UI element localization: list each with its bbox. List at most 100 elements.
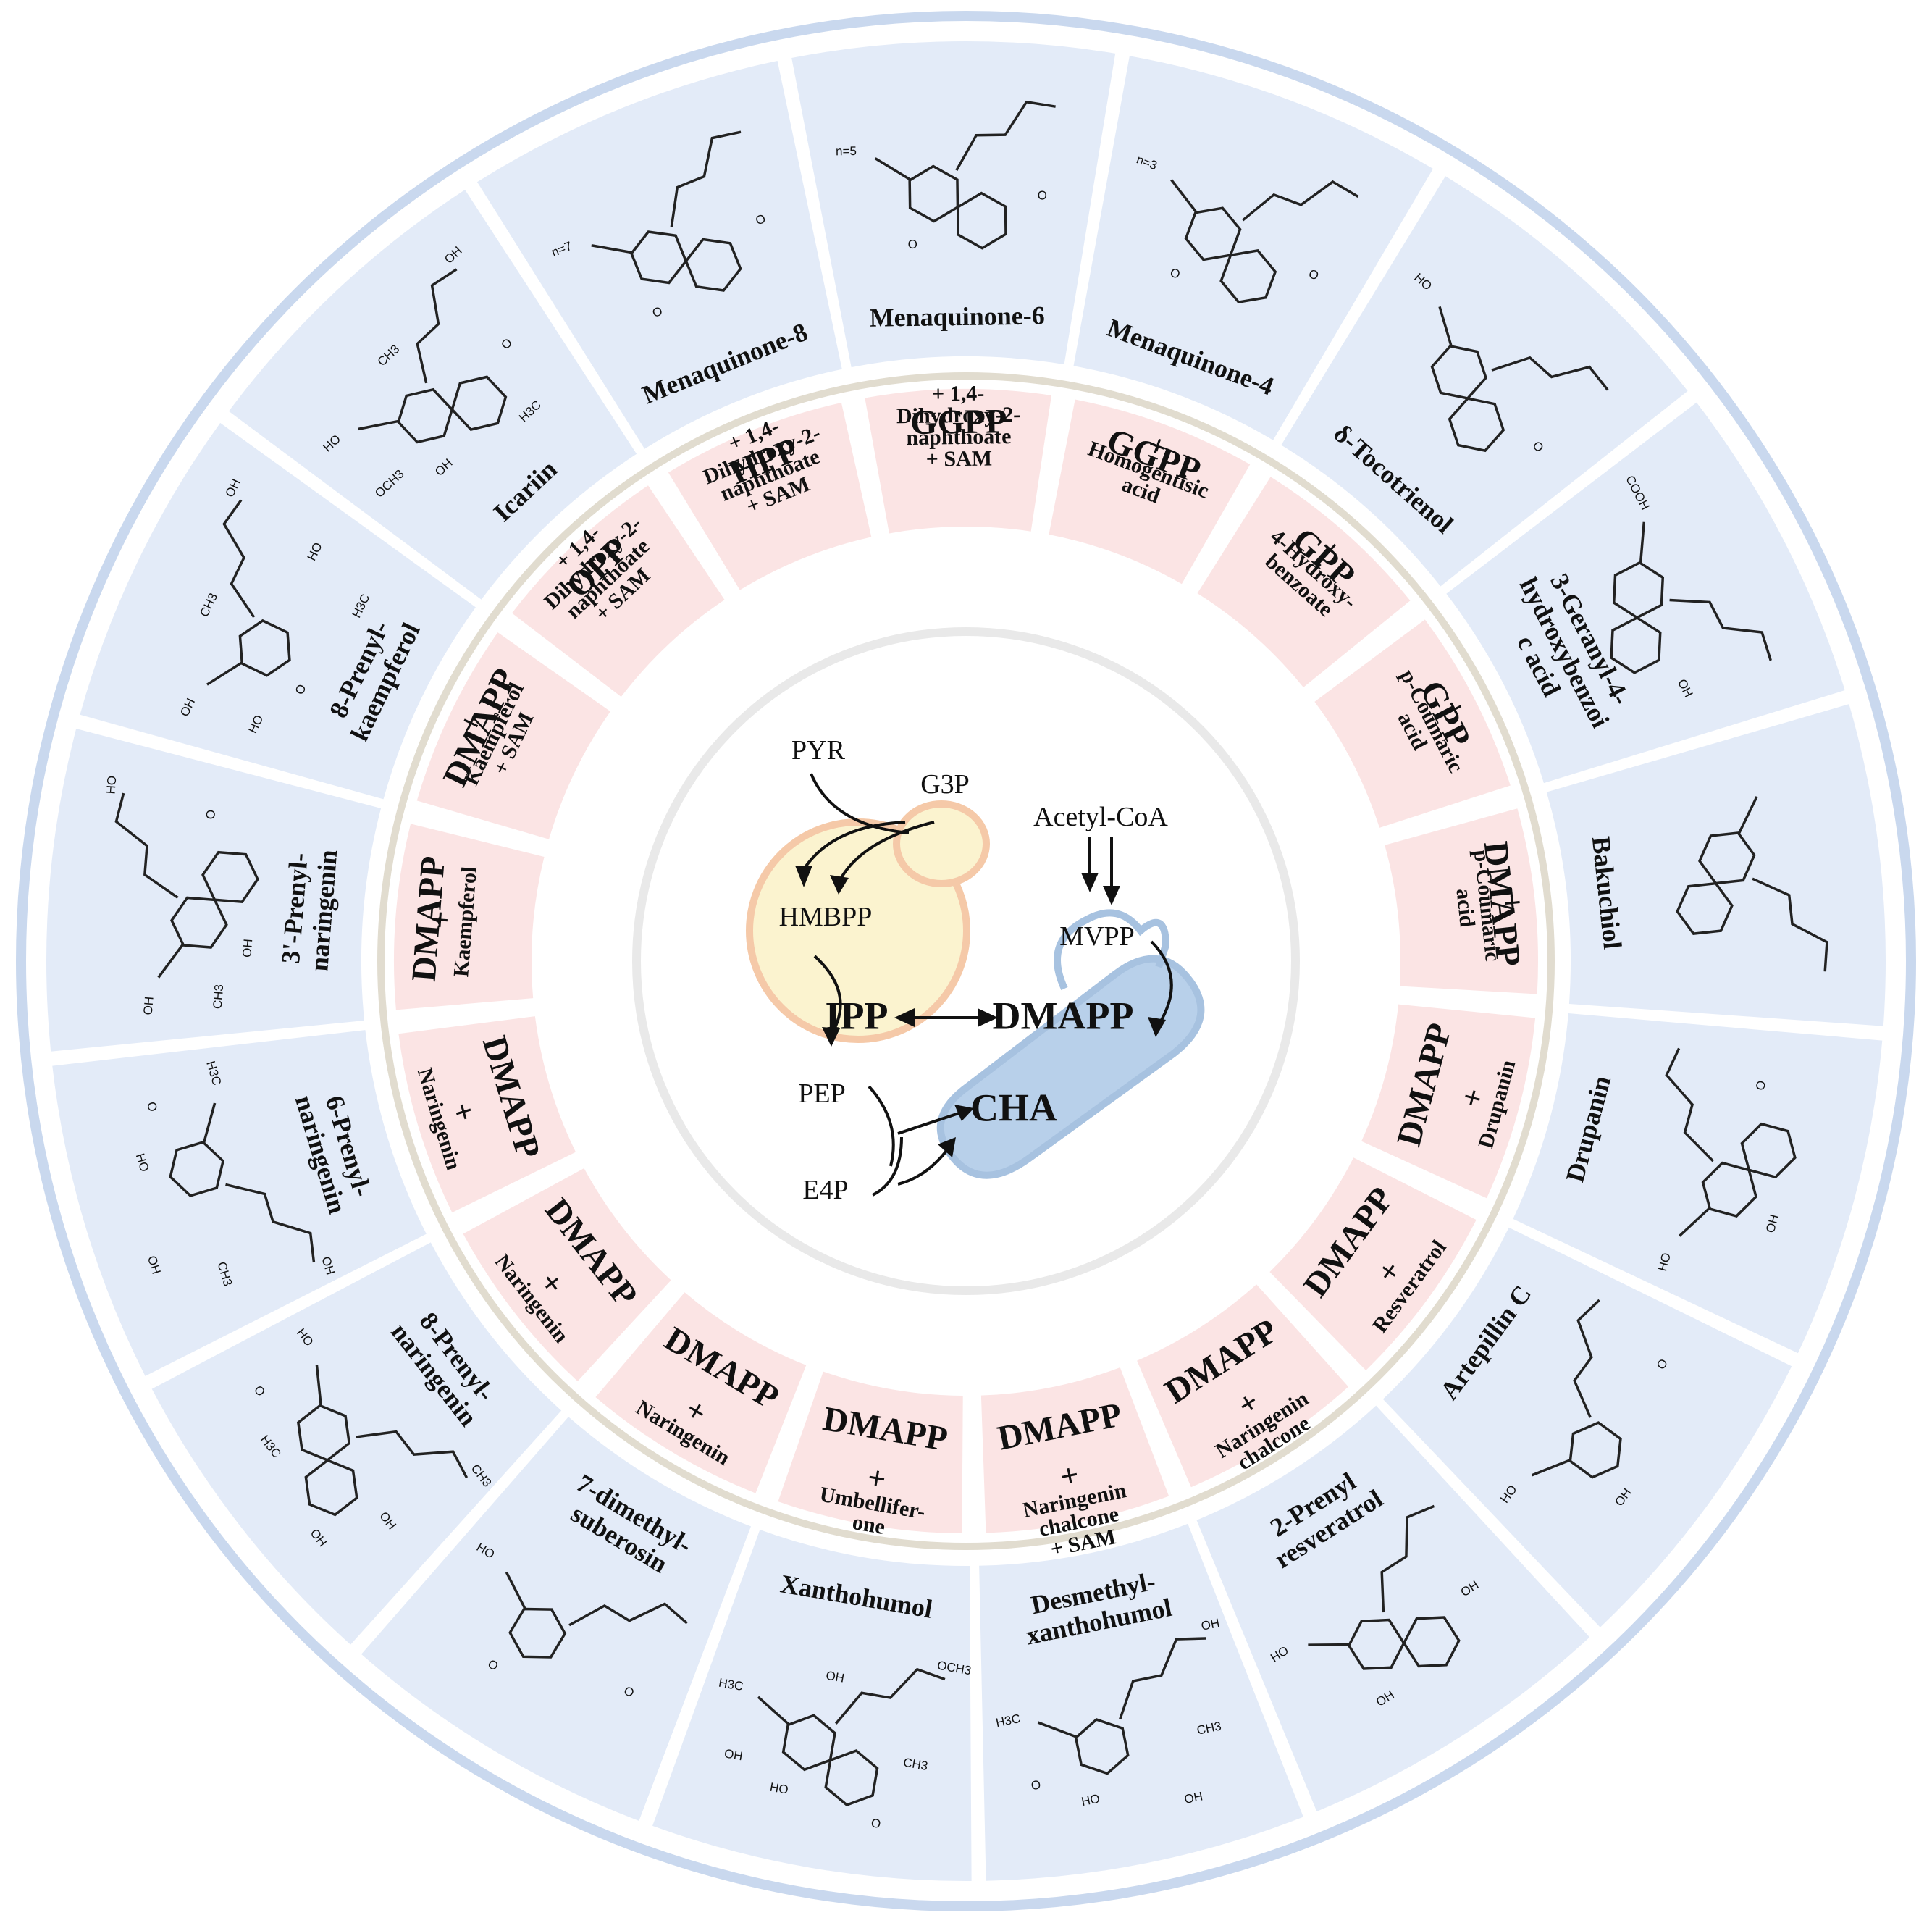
label-hmbpp: HMBPP: [779, 902, 873, 932]
atom-label: OH: [240, 939, 255, 958]
prenyl-chain: [225, 1183, 316, 1263]
prenyl-chain: [1119, 1637, 1206, 1720]
product-sector-bg: [1513, 1013, 1883, 1354]
label-cha: CHA: [970, 1086, 1057, 1129]
atom-label: O: [1030, 1777, 1042, 1793]
second-ring: [956, 191, 1007, 250]
substituent-bond: [1531, 1459, 1571, 1477]
substituent-bond: [874, 157, 911, 181]
product-sector-bg: [1446, 402, 1845, 784]
product-sector-bg: [52, 1030, 427, 1376]
second-ring: [1676, 881, 1734, 935]
label-pep: PEP: [798, 1078, 845, 1109]
atom-label: HO: [769, 1780, 789, 1797]
prenyl-chain: [1665, 1047, 1714, 1162]
acceptor-substrate: +p-Coumaricacid: [1448, 845, 1536, 965]
substituent-bond: [1639, 521, 1646, 564]
atom-label: O: [650, 304, 664, 321]
label-ipp: IPP: [826, 994, 889, 1037]
prenyl-chain: [222, 499, 256, 619]
second-ring: [1219, 249, 1277, 304]
product-sector-bg: [979, 1523, 1303, 1881]
substituent-bond: [591, 244, 632, 254]
prenyl-chain: [416, 268, 458, 384]
second-ring: [450, 375, 508, 432]
label-g3p: G3P: [920, 769, 970, 800]
substituent-bond: [1308, 1643, 1349, 1646]
atom-label: O: [754, 211, 768, 228]
label-mvpp: MVPP: [1059, 921, 1135, 952]
label-pyr: PYR: [791, 735, 846, 766]
product-sector-bg: [1196, 1405, 1590, 1811]
substrate-sector: DMAPP+Umbellifer-one: [778, 1371, 963, 1539]
substrate-sector: DMAPP+Naringenin: [398, 1016, 576, 1213]
second-ring: [201, 850, 259, 904]
atom-label: OH: [1200, 1616, 1221, 1633]
substituent-bond: [505, 1571, 526, 1609]
inner-border-ring: [377, 372, 1555, 1550]
substrate-sector-bg: [980, 1367, 1169, 1533]
product-sector: Menaquinone-6n=5OO: [791, 41, 1116, 368]
atom-label: O: [1753, 1079, 1769, 1092]
substrate-sector-bg: [595, 1292, 807, 1493]
prenyl-donor: GGPP: [910, 402, 1007, 442]
substrate-sector: DMAPP+Kaempferol+ SAM: [416, 632, 610, 839]
product-name-line: Menaquinone-6: [869, 301, 1045, 332]
prenyl-chain: [834, 1667, 946, 1725]
substrate-sector-bg: [1137, 1284, 1349, 1488]
substituent-bond: [1678, 1207, 1710, 1237]
substrate-sector-bg: [1361, 1004, 1536, 1199]
substrate-sector: GGPP+Homogentisicacid: [1049, 399, 1251, 585]
center-ring: [632, 627, 1300, 1295]
structure-drawing: n=5OO: [836, 100, 1056, 251]
substrate-sector-bg: [398, 1016, 576, 1213]
product-sector: Bakuchiol: [1546, 704, 1886, 1026]
substituent-bond: [202, 1102, 217, 1143]
prenyl-chain: [1752, 877, 1828, 972]
substrate-sector-bg: [1385, 808, 1538, 994]
second-ring: [304, 1459, 358, 1517]
substituent-bond: [757, 1696, 790, 1726]
label-acetyl-coa: Acetyl-CoA: [1033, 802, 1168, 832]
acceptor-line: Dihydroxy-2-: [896, 403, 1021, 428]
acceptor-line: +: [421, 909, 458, 930]
substrate-sector-bg: [1049, 399, 1251, 585]
atom-label: OH: [723, 1746, 744, 1763]
acceptor-line: one: [851, 1510, 887, 1539]
acceptor-line: +: [1494, 892, 1531, 913]
prenyl-chain: [1380, 1504, 1435, 1613]
atom-label: O: [1168, 265, 1182, 281]
product-sector-bg: [80, 422, 476, 800]
substrate-sector-bg: [393, 824, 545, 1010]
atom-label: OH: [825, 1669, 845, 1685]
atom-label: O: [1038, 188, 1047, 202]
product-name: Menaquinone-6: [869, 301, 1045, 332]
substrate-sector: DMAPP+Kaempferol: [393, 824, 545, 1010]
prenyl-chain: [1242, 180, 1359, 222]
substrate-sector-bg: [1314, 619, 1511, 828]
substrate-sector-bg: [778, 1371, 963, 1533]
atom-label: OH: [141, 996, 156, 1015]
substituent-bond: [315, 1365, 322, 1406]
label-dmapp-center: DMAPP: [993, 994, 1134, 1037]
pathway-arrowheads: [795, 866, 1166, 1157]
product-sector-bg: [791, 41, 1116, 368]
pathway-arrows: [802, 773, 1173, 1197]
atom-label: O: [870, 1816, 882, 1831]
product-sector-bg: [46, 729, 382, 1052]
structure-drawing: [1676, 796, 1828, 972]
atom-label: O: [1307, 267, 1321, 282]
atom-label: O: [908, 238, 917, 251]
